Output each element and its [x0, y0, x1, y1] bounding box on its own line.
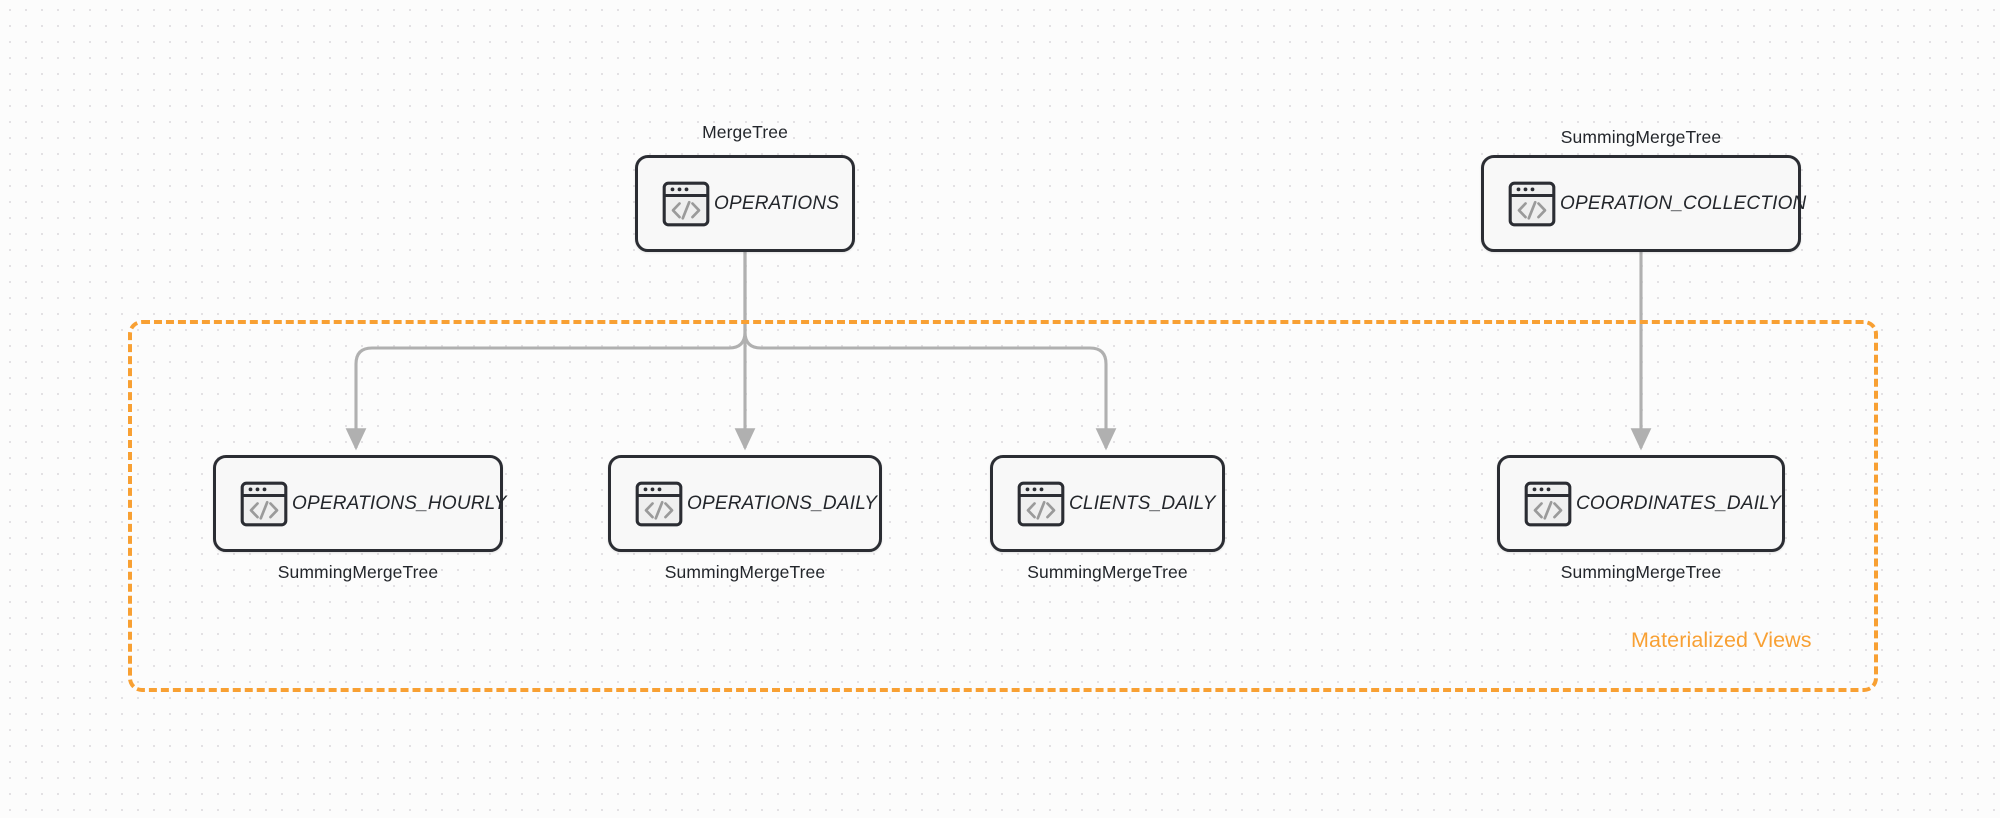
caption-operations-engine: MergeTree — [702, 122, 788, 142]
caption-clients-daily-engine: SummingMergeTree — [1027, 562, 1188, 582]
caption-operations-hourly-engine: SummingMergeTree — [277, 562, 439, 582]
node-clients-daily-label: CLIENTS_DAILY — [1069, 492, 1216, 514]
node-operations-hourly-label: OPERATIONS_HOURLY — [292, 492, 507, 514]
node-coordinates-daily[interactable]: COORDINATES_DAILY — [1497, 455, 1785, 552]
node-coordinates-daily-label: COORDINATES_DAILY — [1576, 492, 1782, 514]
node-clients-daily[interactable]: CLIENTS_DAILY — [990, 455, 1225, 552]
code-window-icon — [1524, 481, 1572, 527]
node-operations-hourly[interactable]: OPERATIONS_HOURLY — [213, 455, 506, 552]
materialized-views-group-label: Materialized Views — [1631, 628, 1812, 652]
materialized-views-group — [128, 320, 1878, 692]
node-operation-collection-label: OPERATION_COLLECTION — [1560, 192, 1807, 214]
code-window-icon — [1017, 481, 1065, 527]
node-operation-collection[interactable]: OPERATION_COLLECTION — [1481, 155, 1806, 252]
code-window-icon — [240, 481, 288, 527]
node-operations[interactable]: OPERATIONS — [635, 155, 855, 252]
code-window-icon — [1508, 181, 1556, 227]
code-window-icon — [635, 481, 683, 527]
node-operations-daily[interactable]: OPERATIONS_DAILY — [608, 455, 882, 552]
node-operations-label: OPERATIONS — [714, 192, 840, 214]
caption-operations-daily-engine: SummingMergeTree — [664, 562, 826, 582]
caption-coordinates-daily-engine: SummingMergeTree — [1560, 562, 1722, 582]
caption-operation-collection-engine: SummingMergeTree — [1560, 127, 1722, 147]
code-window-icon — [662, 181, 710, 227]
node-operations-daily-label: OPERATIONS_DAILY — [687, 492, 878, 514]
